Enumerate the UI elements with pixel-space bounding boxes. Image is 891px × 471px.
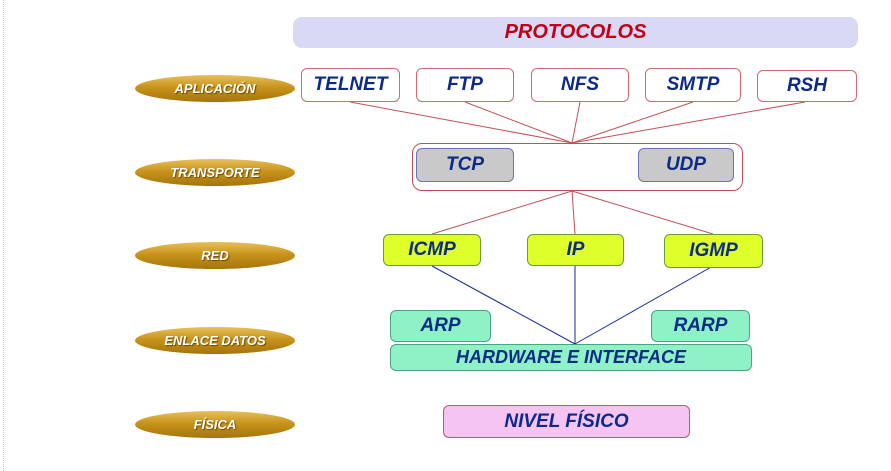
layer-transporte: TRANSPORTE (135, 159, 295, 186)
left-dotted-border (3, 0, 4, 471)
line-transport-ip (571, 190, 576, 235)
protocol-rarp: RARP (651, 310, 750, 342)
protocol-smtp: SMTP (645, 68, 741, 102)
protocol-arp: ARP (390, 310, 491, 342)
line-transport-igmp (571, 190, 714, 235)
line-icmp-hardware (431, 265, 576, 345)
protocol-nfs: NFS (531, 68, 629, 102)
hardware-interface-box: HARDWARE E INTERFACE (390, 344, 752, 371)
protocol-tcp: TCP (416, 148, 514, 182)
protocol-ftp: FTP (416, 68, 514, 102)
protocol-icmp: ICMP (383, 234, 481, 266)
line-igmp-hardware (574, 265, 714, 345)
layer-red: RED (135, 242, 295, 269)
layer-fisica: FÍSICA (135, 411, 295, 438)
diagram-title: PROTOCOLOS (504, 21, 647, 43)
line-nfs-transport (571, 101, 581, 144)
layer-enlace-datos: ENLACE DATOS (135, 327, 295, 354)
protocol-rsh: RSH (757, 70, 857, 102)
line-rsh-transport (571, 101, 806, 144)
title-bar: PROTOCOLOS (293, 17, 858, 48)
nivel-fisico-box: NIVEL FÍSICO (443, 405, 690, 438)
protocol-ip: IP (527, 234, 624, 266)
protocol-igmp: IGMP (664, 234, 763, 268)
line-transport-icmp (431, 190, 573, 235)
protocol-udp: UDP (638, 148, 734, 182)
line-telnet-transport (349, 101, 573, 144)
line-ftp-transport (464, 101, 573, 144)
protocol-telnet: TELNET (301, 68, 400, 102)
layer-aplicacion: APLICACIÓN (135, 75, 295, 102)
line-smtp-transport (571, 101, 694, 144)
